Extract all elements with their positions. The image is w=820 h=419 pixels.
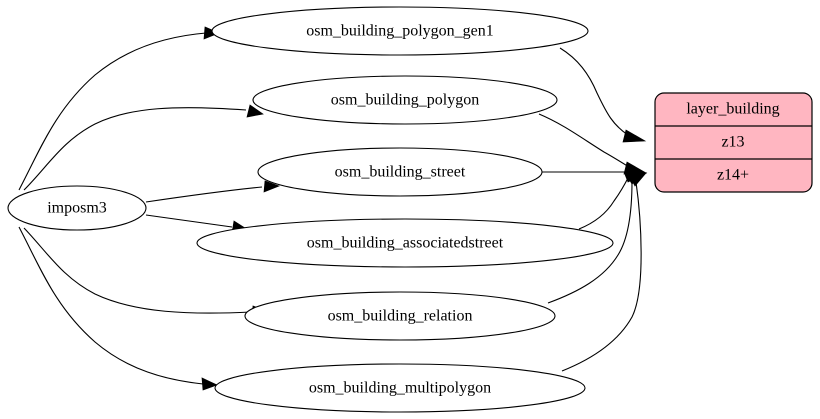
node-shape <box>244 291 556 341</box>
node-osm_building_polygon_gen1[interactable]: osm_building_polygon_gen1 <box>211 6 589 56</box>
node-label: imposm3 <box>47 200 107 217</box>
edge-path <box>559 47 629 136</box>
edge-osm_building_polygon_gen1-to-layer_building-z13[interactable] <box>559 47 647 143</box>
arrowhead-icon <box>263 180 280 193</box>
node-shape <box>7 185 147 231</box>
edge-path <box>538 113 630 168</box>
edge-imposm3-to-osm_building_street[interactable] <box>145 180 280 203</box>
node-label: osm_building_polygon <box>331 92 479 109</box>
node-layer_building[interactable]: layer_building z13 z14+ <box>654 92 813 193</box>
edge-path <box>23 107 247 191</box>
edge-path <box>23 227 252 314</box>
node-label: osm_building_multipolygon <box>309 380 491 397</box>
node-osm_building_relation[interactable]: osm_building_relation <box>244 291 556 341</box>
edge-group-layer-incoming <box>538 47 648 372</box>
node-shape <box>252 75 558 125</box>
node-shape <box>257 147 543 197</box>
arrowhead-icon <box>246 104 264 118</box>
record-row-title: layer_building <box>686 101 779 118</box>
node-label: osm_building_polygon_gen1 <box>306 23 494 40</box>
edge-path <box>561 181 642 372</box>
edge-path <box>145 186 263 203</box>
edge-osm_building_multipolygon-to-layer_building-z14plus[interactable] <box>561 172 647 372</box>
node-osm_building_associatedstreet[interactable]: osm_building_associatedstreet <box>196 218 614 268</box>
node-shape <box>214 363 586 413</box>
node-label: osm_building_relation <box>328 308 473 325</box>
edge-path <box>547 180 633 304</box>
node-label: osm_building_street <box>335 164 466 181</box>
edge-imposm3-to-osm_building_polygon[interactable] <box>23 104 264 191</box>
edge-osm_building_polygon-to-layer_building-z14plus[interactable] <box>538 113 648 175</box>
record-background <box>654 92 813 193</box>
arrowhead-icon <box>622 129 647 143</box>
edge-path <box>578 175 630 230</box>
arrowhead-icon <box>628 172 647 187</box>
edge-path <box>18 32 207 191</box>
record-row-z13: z13 <box>721 134 744 151</box>
node-label: osm_building_associatedstreet <box>307 235 504 252</box>
node-imposm3[interactable]: imposm3 <box>7 185 147 231</box>
arrowhead-icon <box>201 377 218 391</box>
edge-path <box>18 226 204 385</box>
node-osm_building_multipolygon[interactable]: osm_building_multipolygon <box>214 363 586 413</box>
edge-path <box>145 214 233 228</box>
node-osm_building_polygon[interactable]: osm_building_polygon <box>252 75 558 125</box>
node-shape <box>196 218 614 268</box>
node-shape <box>211 6 589 56</box>
node-osm_building_street[interactable]: osm_building_street <box>257 147 543 197</box>
edge-imposm3-to-osm_building_multipolygon[interactable] <box>18 226 218 391</box>
edge-imposm3-to-osm_building_polygon_gen1[interactable] <box>18 26 220 191</box>
record-row-z14plus: z14+ <box>717 167 749 184</box>
